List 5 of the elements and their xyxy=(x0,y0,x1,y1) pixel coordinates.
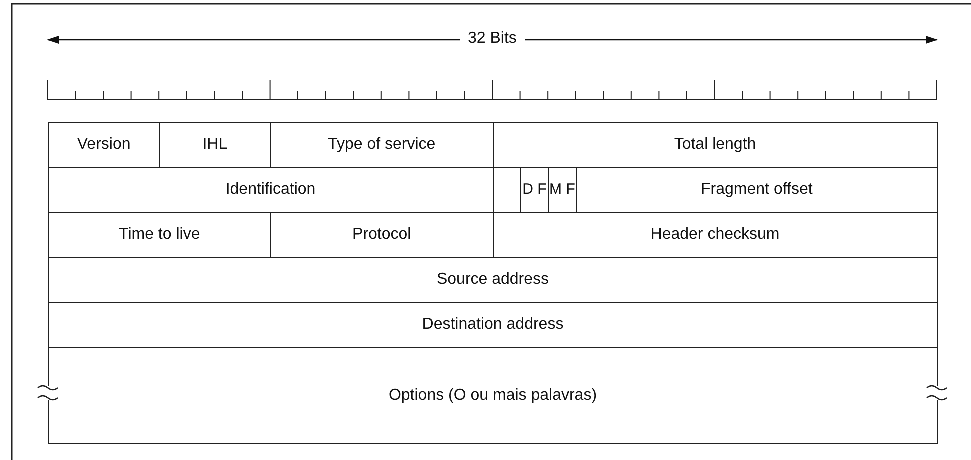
header-field: Options (O ou mais palavras) xyxy=(48,347,938,444)
header-field: Source address xyxy=(48,257,938,303)
header-field: Version xyxy=(48,122,160,168)
header-field: Destination address xyxy=(48,302,938,348)
header-field: Total length xyxy=(492,122,938,168)
